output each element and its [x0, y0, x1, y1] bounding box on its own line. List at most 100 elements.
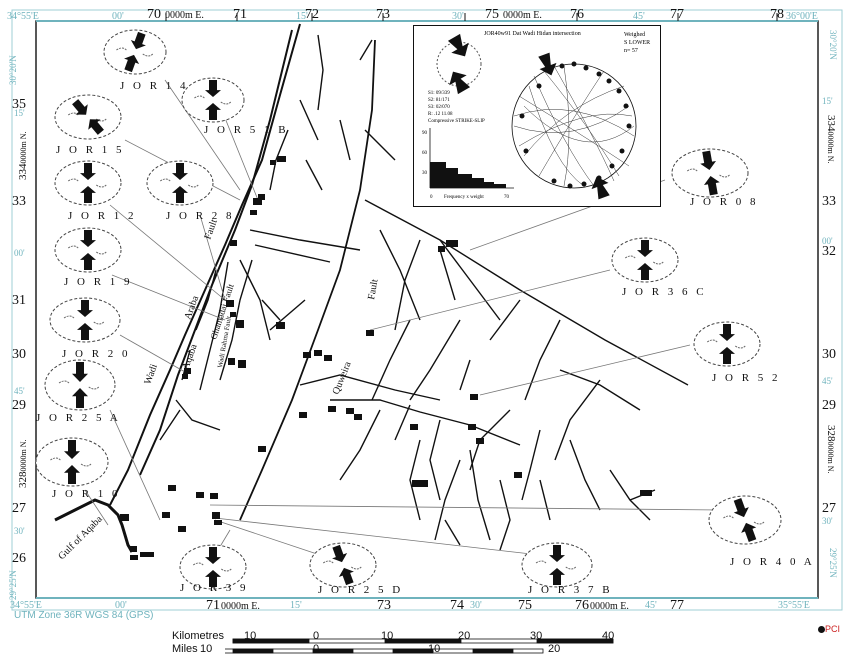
station-label: J O R 1 0 [52, 488, 121, 500]
utm-unit-bottom: 0000m E. [221, 601, 260, 612]
northing-right: 32 [822, 244, 836, 259]
northing-left: 30 [12, 347, 26, 362]
lat-tick-left: 45' [14, 386, 25, 396]
geo-tick-bottom: 00' [115, 600, 127, 611]
geo-tick-top: 45' [633, 11, 645, 22]
station-label: J O R 2 5 D [318, 584, 404, 596]
geo-tick-bottom: 15' [290, 600, 302, 611]
station-label: J O R 1 5 [56, 144, 125, 156]
lat-tick-right: 30°20'N [828, 30, 838, 60]
station-label: J O R 2 8 [166, 210, 235, 222]
stress-diagram-icon [54, 160, 122, 206]
lat-tick-left: 29°25'N [8, 570, 18, 600]
stress-diagram-icon [54, 227, 122, 273]
inset-weighted: Weighed [624, 32, 645, 38]
km-tick: 10 [381, 630, 394, 642]
northing-right: 30 [822, 347, 836, 362]
utm-easting-top: 72 [305, 7, 319, 22]
mi-tick: 20 [548, 643, 561, 655]
mi-tick: 10 [428, 643, 441, 655]
hist-axis-end: 70 [504, 195, 510, 200]
stress-diagram-icon [179, 544, 247, 590]
mi-tick: 0 [313, 643, 320, 655]
utm-easting-bottom: 76 [575, 598, 589, 613]
northing-left: 29 [12, 398, 26, 413]
inset-s2: S2: 81/171 [428, 98, 450, 103]
inset-r: R: .12 11.08 [428, 112, 453, 117]
hist-y-tick: 30 [422, 171, 428, 176]
stress-diagram-icon [611, 237, 679, 283]
stereonet-inset: JOR40w91 Dat Wadi Hidan intersection Wei… [413, 25, 661, 207]
geo-tick-top: 15' [296, 11, 308, 22]
geo-tick-top: 34°55'E [7, 11, 39, 22]
station-label: J O R 2 5 A [36, 412, 121, 424]
utm-easting-bottom: 73 [377, 598, 391, 613]
northing-right: 29 [822, 398, 836, 413]
utm-easting-top: 70 [147, 7, 161, 22]
lat-tick-left: 30°20'N [8, 55, 18, 85]
geo-tick-bottom: 45' [645, 600, 657, 611]
inset-title: JOR40w91 Dat Wadi Hidan intersection [484, 31, 581, 37]
lat-tick-right: 45' [822, 376, 833, 386]
station-label: J O R 3 6 C [622, 286, 707, 298]
stress-diagram-icon [181, 77, 245, 123]
station-label: J O R 2 0 [62, 348, 131, 360]
geo-tick-top: 30' [452, 11, 464, 22]
stress-diagram-icon [671, 148, 749, 198]
km-tick: 20 [458, 630, 471, 642]
northing-label-left: 3280000m N. [17, 440, 29, 489]
araba-label: Araba [182, 294, 201, 321]
northing-right: 27 [822, 501, 836, 516]
station-label: J O R 1 2 [68, 210, 137, 222]
km-tick: 10 [244, 630, 257, 642]
km-scale-label: Kilometres [172, 630, 224, 642]
station-label: J O R 1 9 [64, 276, 133, 288]
hist-y-tick: 60 [422, 151, 428, 156]
station-label: J O R 3 7 B [528, 584, 613, 596]
lat-tick-left: 30' [14, 526, 25, 536]
geo-tick-top: 00' [112, 11, 124, 22]
utm-easting-top: 75 [485, 7, 499, 22]
northing-label-right: 3340000m N. [825, 115, 837, 164]
mi-tick: 10 [200, 643, 213, 655]
utm-easting-top: 77 [670, 7, 684, 22]
wadi-label: Wadi [142, 362, 160, 386]
utm-easting-top: 76 [570, 7, 584, 22]
pci-logo: PCI [818, 624, 840, 634]
km-tick: 40 [602, 630, 615, 642]
station-label: J O R 0 8 [690, 196, 759, 208]
inset-count: n= 57 [624, 48, 638, 54]
hist-axis-start: 0 [430, 195, 433, 200]
geo-tick-bottom: 35°55'E [778, 600, 810, 611]
stress-diagram-icon [49, 297, 121, 343]
stress-diagram-icon [103, 29, 167, 75]
stress-diagram-icon [521, 542, 593, 588]
lat-tick-right: 29°25'N [828, 548, 838, 578]
lat-tick-left: 00' [14, 248, 25, 258]
utm-unit-top: 0000m E. [165, 10, 204, 21]
stress-diagram-icon [309, 542, 377, 588]
geo-tick-bottom: 30' [470, 600, 482, 611]
station-label: J O R 5 1 B [204, 124, 289, 136]
pci-logo-icon [818, 626, 825, 634]
northing-left: 35 [12, 97, 26, 112]
northing-right: 33 [822, 194, 836, 209]
stress-diagram-icon [146, 160, 214, 206]
stress-diagram-icon [693, 321, 761, 367]
inset-s1: S1: 09/339 [428, 91, 450, 96]
utm-unit-bottom: 0000m E. [590, 601, 629, 612]
stress-diagram-icon [44, 359, 116, 411]
utm-easting-bottom: 77 [670, 598, 684, 613]
geo-tick-top: 36°00'E [786, 11, 818, 22]
utm-easting-bottom: 74 [450, 598, 464, 613]
stereonet-inset-graphic: JOR40w91 Dat Wadi Hidan intersection Wei… [422, 31, 650, 200]
station-label: J O R 4 0 A [730, 556, 815, 568]
projection-label: UTM Zone 36R WGS 84 (GPS) [14, 610, 154, 621]
stress-diagram-icon [54, 94, 122, 140]
northing-left: 33 [12, 194, 26, 209]
utm-easting-top: 71 [233, 7, 247, 22]
geo-tick-bottom: 34°55'E [10, 600, 42, 611]
km-tick: 0 [313, 630, 320, 642]
lat-tick-right: 30' [822, 516, 833, 526]
